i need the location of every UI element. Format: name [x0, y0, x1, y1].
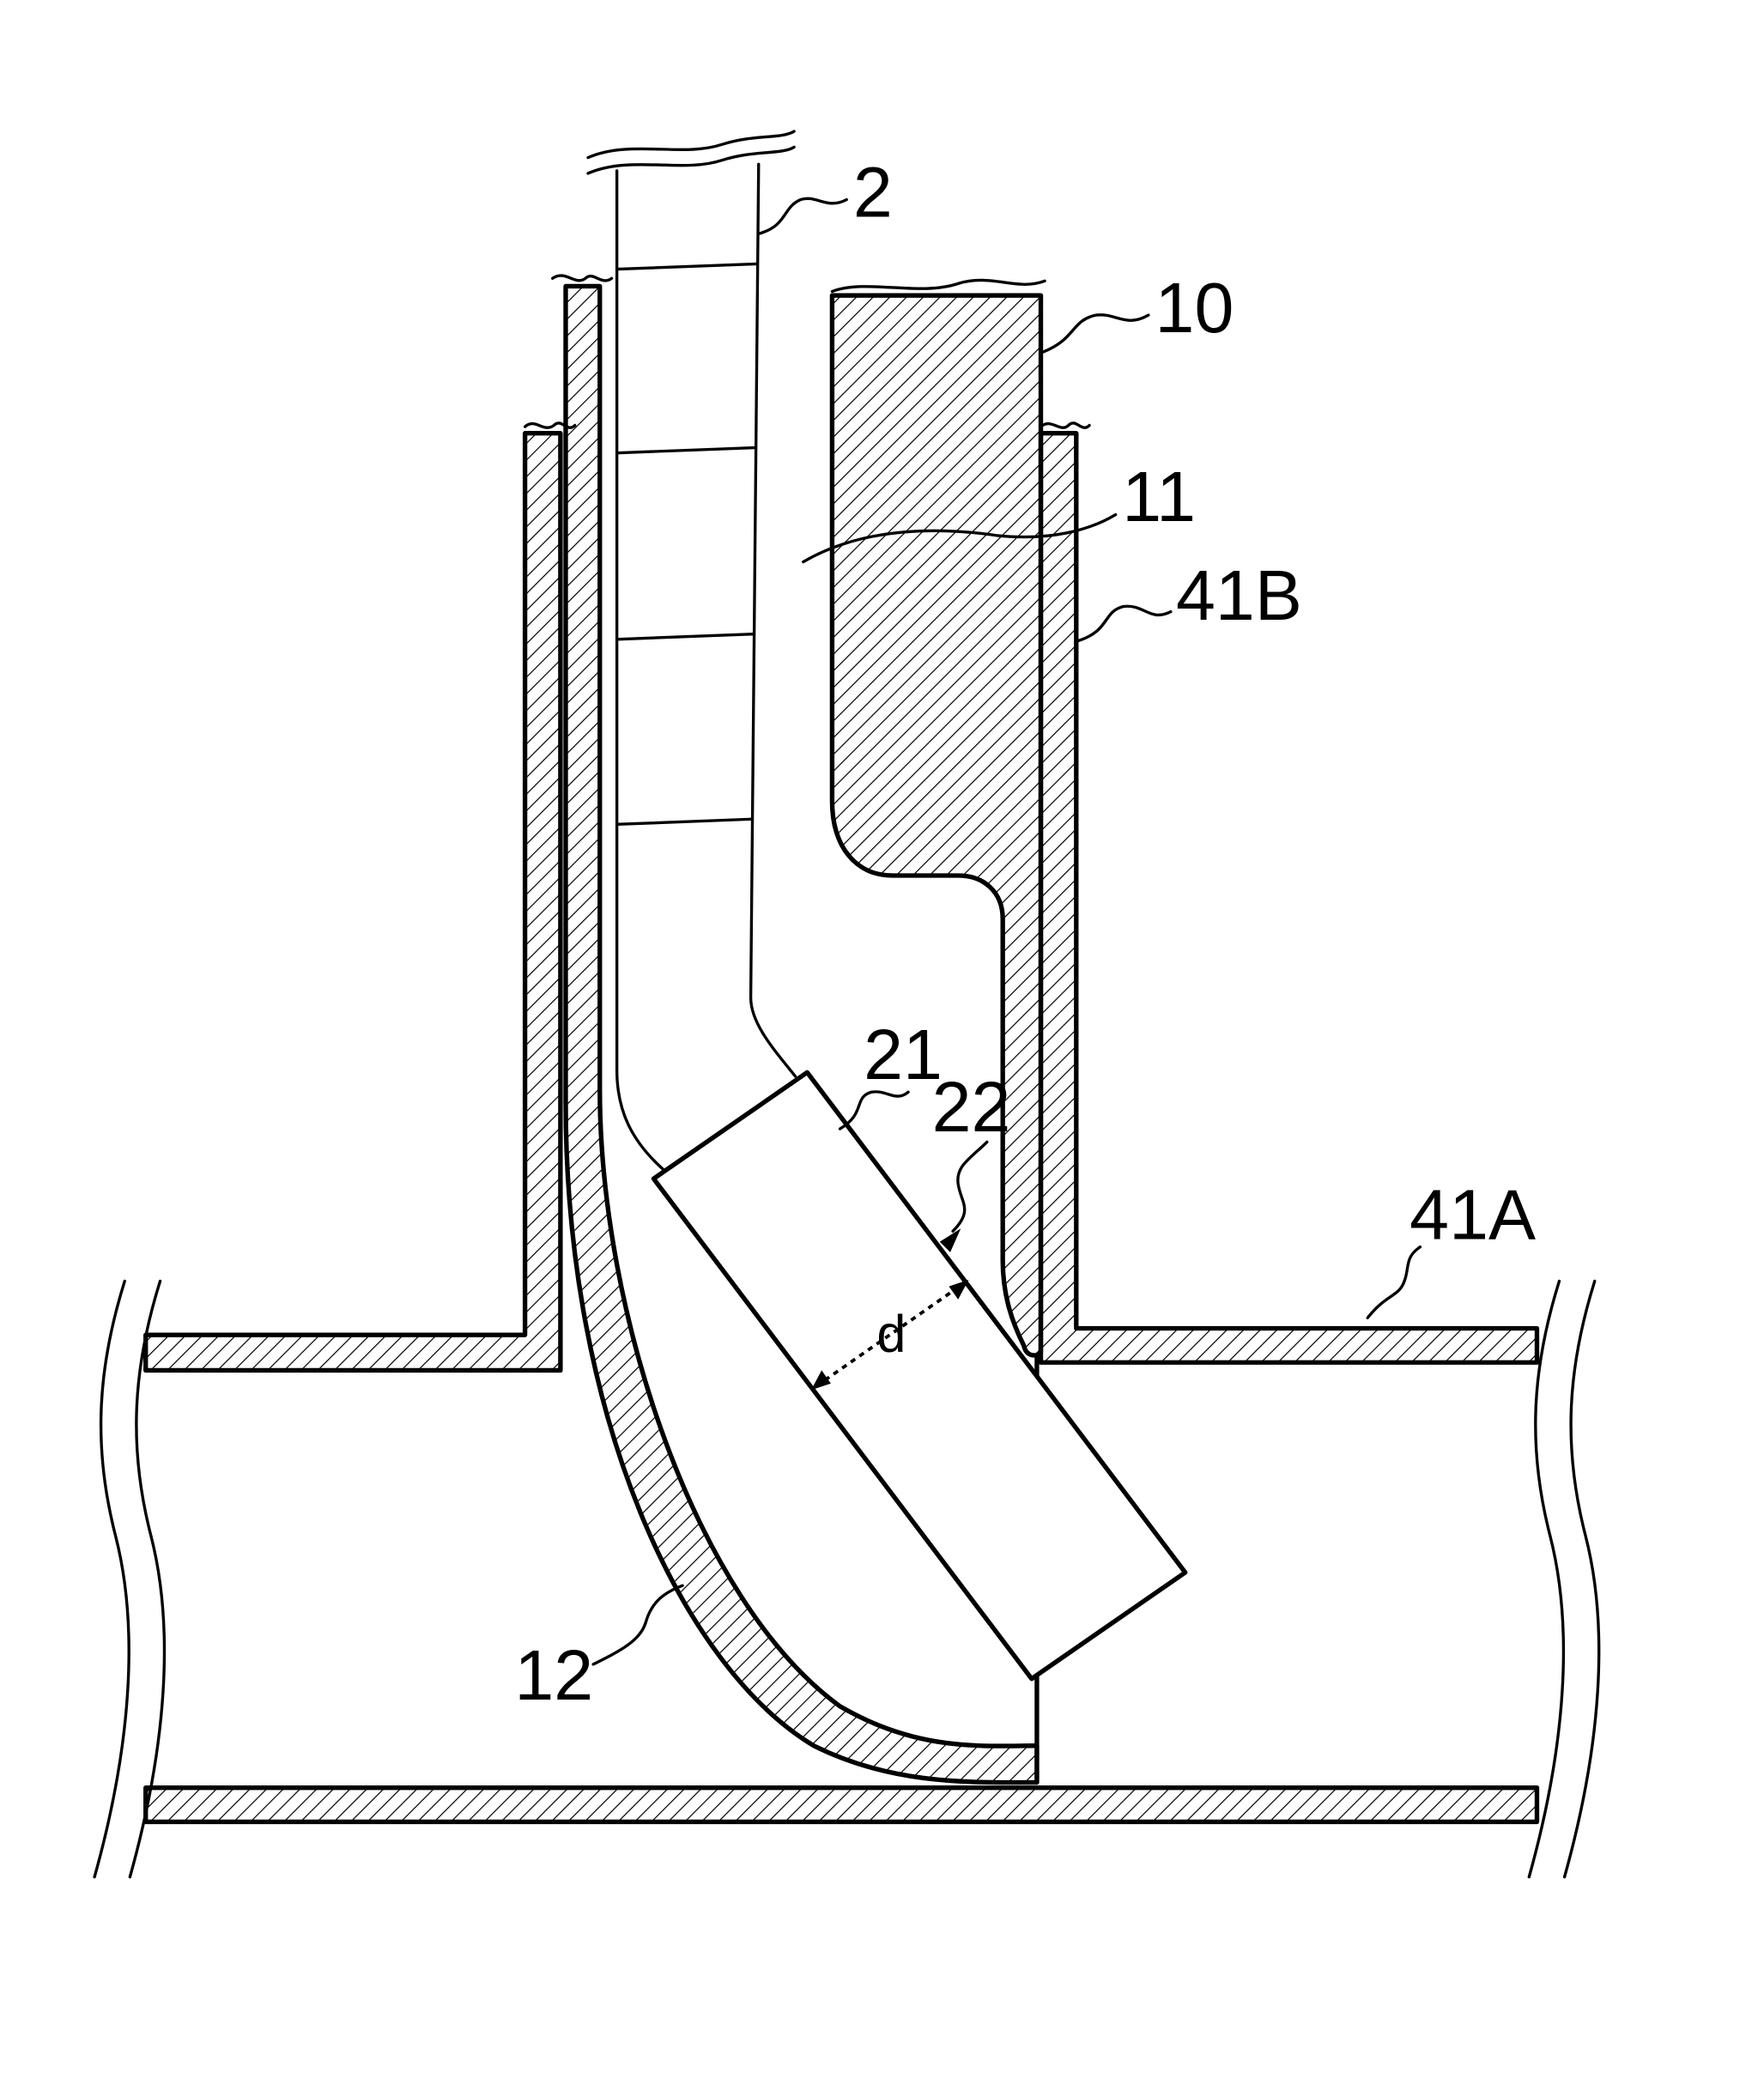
- leader-10: [1044, 315, 1149, 352]
- leader-41b: [1079, 606, 1171, 640]
- label-2: 2: [853, 153, 893, 232]
- tube-2-segment-4: [617, 819, 752, 824]
- main-pipe-bottom-wall: [146, 1788, 1537, 1822]
- leader-12: [593, 1585, 682, 1664]
- label-10: 10: [1155, 269, 1234, 348]
- label-41b: 41B: [1176, 556, 1302, 635]
- pipe-41b-break-right: [1041, 423, 1090, 427]
- label-11: 11: [1122, 458, 1196, 536]
- dimension-d-text: d: [876, 1305, 906, 1363]
- label-22: 22: [932, 1068, 1011, 1147]
- leader-22: [953, 1142, 987, 1231]
- tube-2-right-edge: [751, 164, 796, 1076]
- tube-2-segment-1: [617, 264, 758, 269]
- main-pipe-upper-wall-left: [146, 433, 561, 1371]
- tube-2-segment-2: [617, 448, 755, 453]
- label-21: 21: [864, 1015, 943, 1094]
- label-41a: 41A: [1409, 1176, 1536, 1255]
- label-12: 12: [514, 1636, 593, 1715]
- guide-tube-break: [553, 276, 612, 281]
- leader-21: [840, 1092, 909, 1129]
- tube-2-segment-3: [617, 634, 754, 639]
- guide-body-break: [832, 280, 1045, 291]
- leader-41a: [1367, 1247, 1420, 1318]
- leader-2: [759, 198, 846, 233]
- tube-2-left-edge: [617, 171, 670, 1175]
- pipe-break-left-outer: [94, 1281, 129, 1876]
- pipe-break-right-inner: [1565, 1281, 1599, 1876]
